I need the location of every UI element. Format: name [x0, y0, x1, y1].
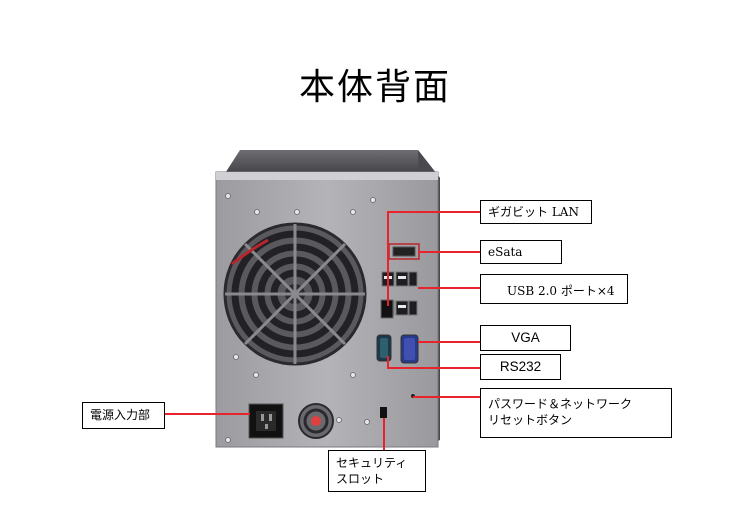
power-inlet — [248, 403, 284, 439]
reset-button — [411, 394, 415, 398]
vga-port — [400, 334, 419, 364]
callout-vga: VGA — [480, 325, 571, 351]
callout-esata: eSata — [480, 240, 562, 264]
callout-rs232: RS232 — [480, 354, 561, 380]
rs232-port — [376, 334, 392, 362]
esata-port — [392, 246, 416, 257]
callout-power: 電源入力部 — [82, 402, 165, 429]
screws — [225, 193, 376, 443]
callout-gigabit-lan: ギガビット LAN — [480, 200, 592, 224]
callout-usb: USB 2.0 ポート×4 — [480, 274, 628, 304]
callout-security: セキュリティ スロット — [328, 450, 426, 492]
callout-reset: パスワード＆ネットワーク リセットボタン — [480, 388, 672, 438]
psu-fan — [298, 403, 334, 439]
lan-port — [380, 299, 394, 319]
fan-grille — [223, 222, 367, 366]
chassis-top — [222, 150, 440, 178]
page-title: 本体背面 — [298, 67, 451, 108]
security-slot — [380, 407, 387, 418]
